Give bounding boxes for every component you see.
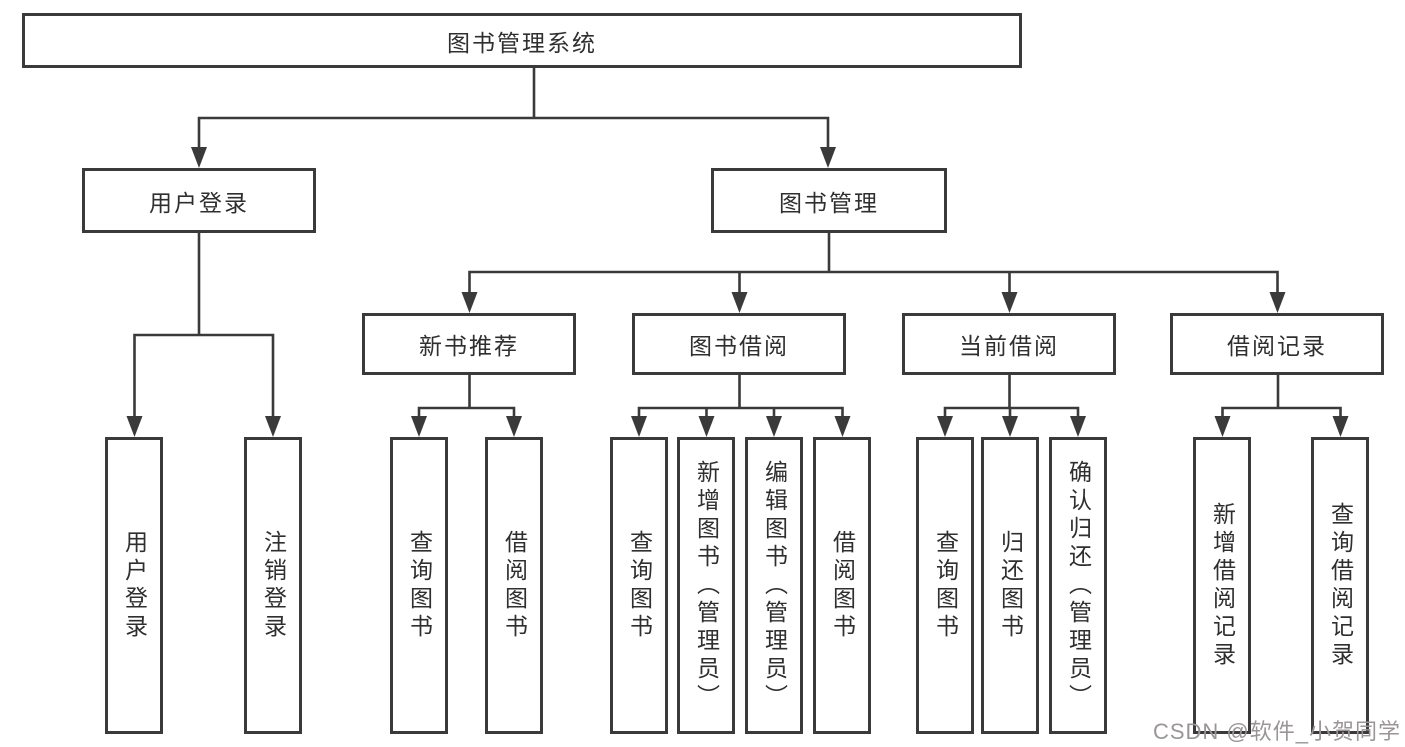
node-label: 归还图书 (997, 529, 1024, 642)
node-book-borrow: 图书借阅 (632, 313, 846, 375)
leaf-user-login: 用户登录 (105, 437, 163, 734)
node-label: 新书推荐 (419, 333, 519, 359)
leaf-logout: 注销登录 (244, 437, 302, 734)
node-user-login: 用户登录 (82, 168, 316, 233)
csdn-watermark: CSDN @软件_小贺同学 (1152, 719, 1401, 744)
arrowheads (126, 147, 1349, 437)
node-label: 借阅图书 (501, 529, 528, 642)
node-new-book-recommend: 新书推荐 (362, 313, 576, 375)
node-current-borrow: 当前借阅 (902, 313, 1116, 375)
node-label: 查询图书 (626, 529, 653, 642)
node-label: 当前借阅 (959, 333, 1059, 359)
leaf-query-books-recommend: 查询图书 (390, 437, 448, 734)
node-label: 编辑图书（管理员） (761, 459, 788, 712)
node-label: 查询图书 (406, 529, 433, 642)
node-library-system: 图书管理系统 (22, 13, 1022, 68)
node-label: 确认归还（管理员） (1065, 459, 1092, 712)
node-label: 新增借阅记录 (1209, 501, 1236, 670)
leaf-add-borrow-record: 新增借阅记录 (1193, 437, 1251, 734)
node-label: 用户登录 (149, 189, 249, 216)
leaf-add-books-admin: 新增图书（管理员） (677, 437, 735, 734)
node-label: 注销登录 (260, 529, 287, 642)
leaf-borrow-books-recommend: 借阅图书 (485, 437, 543, 734)
leaf-edit-books-admin: 编辑图书（管理员） (745, 437, 803, 734)
node-label: 借阅图书 (829, 529, 856, 642)
leaf-return-books: 归还图书 (981, 437, 1039, 734)
node-label: 图书管理 (779, 189, 879, 216)
leaf-query-books-borrow: 查询图书 (610, 437, 668, 734)
node-label: 图书借阅 (689, 333, 789, 359)
node-label: 查询图书 (932, 529, 959, 642)
node-label: 图书管理系统 (447, 29, 597, 56)
node-label: 用户登录 (121, 529, 148, 642)
leaf-query-books-current: 查询图书 (916, 437, 974, 734)
leaf-borrow-books: 借阅图书 (813, 437, 871, 734)
node-book-management: 图书管理 (711, 168, 947, 233)
node-label: 查询借阅记录 (1327, 501, 1354, 670)
leaf-query-borrow-record: 查询借阅记录 (1311, 437, 1369, 734)
node-label: 借阅记录 (1227, 333, 1327, 359)
node-label: 新增图书（管理员） (693, 459, 720, 712)
leaf-confirm-return-admin: 确认归还（管理员） (1049, 437, 1107, 734)
node-borrow-records: 借阅记录 (1170, 313, 1384, 375)
